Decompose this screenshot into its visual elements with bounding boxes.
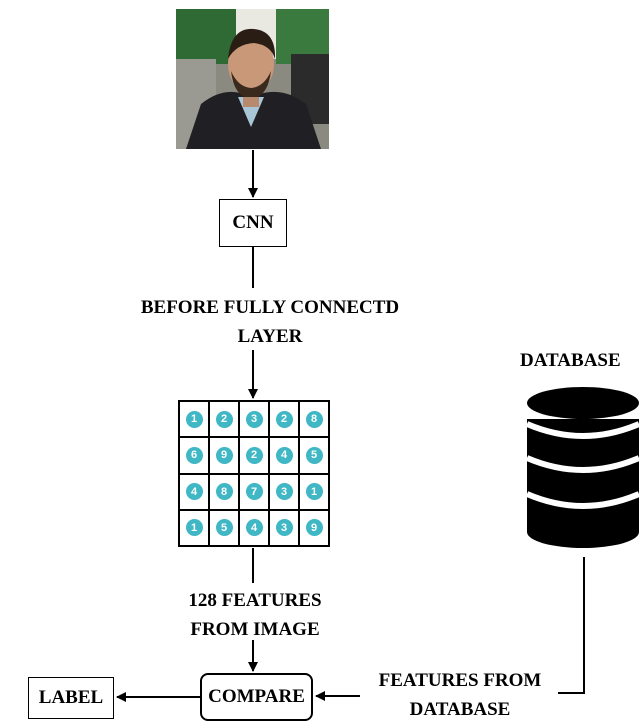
layer-caption-line1: BEFORE FULLY CONNECTD: [140, 297, 400, 318]
grid-cell: 3: [269, 473, 299, 510]
feature-value-dot: 1: [305, 483, 323, 501]
grid-cell: 1: [299, 473, 329, 510]
grid-cell: 2: [269, 401, 299, 438]
feature-value-dot: 9: [215, 446, 233, 464]
grid-cell: 1: [179, 401, 209, 438]
line-database-to-features: [558, 557, 585, 694]
feature-value-dot: 3: [275, 519, 293, 537]
cnn-label: CNN: [232, 212, 274, 233]
feature-value-dot: 2: [275, 410, 293, 428]
db-features-line2: DATABASE: [409, 699, 511, 720]
compare-box: COMPARE: [200, 673, 313, 721]
grid-cell: 2: [209, 401, 239, 438]
feature-value-dot: 6: [185, 446, 203, 464]
grid-cell: 5: [299, 437, 329, 474]
grid-cell: 8: [209, 473, 239, 510]
label-text: LABEL: [38, 687, 104, 708]
grid-cell: 5: [209, 509, 239, 546]
cnn-box: CNN: [219, 199, 287, 247]
layer-caption-line2: LAYER: [237, 326, 303, 347]
feature-value-dot: 1: [185, 410, 203, 428]
features-caption-line1: 128 FEATURES: [188, 590, 322, 611]
feature-value-dot: 8: [305, 410, 323, 428]
compare-label: COMPARE: [208, 686, 305, 707]
grid-cell: 6: [179, 437, 209, 474]
grid-cell: 4: [239, 509, 269, 546]
grid-cell: 4: [179, 473, 209, 510]
database-title: DATABASE: [520, 350, 621, 371]
feature-value-dot: 8: [215, 483, 233, 501]
grid-cell: 1: [179, 509, 209, 546]
grid-cell: 9: [209, 437, 239, 474]
feature-value-dot: 5: [305, 446, 323, 464]
layer-caption: BEFORE FULLY CONNECTD LAYER: [105, 293, 435, 351]
feature-value-dot: 4: [185, 483, 203, 501]
feature-value-dot: 9: [305, 519, 323, 537]
feature-value-dot: 2: [215, 410, 233, 428]
grid-cell: 7: [239, 473, 269, 510]
feature-value-dot: 4: [245, 519, 263, 537]
grid-cell: 3: [269, 509, 299, 546]
input-face-photo: [176, 9, 329, 149]
grid-cell: 2: [239, 437, 269, 474]
feature-value-dot: 7: [245, 483, 263, 501]
grid-cell: 9: [299, 509, 329, 546]
feature-value-dot: 5: [215, 519, 233, 537]
database-features-caption: FEATURES FROM DATABASE: [350, 666, 570, 724]
grid-cell: 8: [299, 401, 329, 438]
features-caption: 128 FEATURES FROM IMAGE: [165, 586, 345, 644]
feature-value-dot: 1: [185, 519, 203, 537]
features-caption-line2: FROM IMAGE: [190, 619, 320, 640]
grid-cell: 3: [239, 401, 269, 438]
feature-value-dot: 3: [245, 410, 263, 428]
db-features-line1: FEATURES FROM: [378, 670, 542, 691]
label-box: LABEL: [28, 677, 114, 719]
feature-value-dot: 2: [245, 446, 263, 464]
feature-value-dot: 3: [275, 483, 293, 501]
grid-cell: 4: [269, 437, 299, 474]
feature-value-dot: 4: [275, 446, 293, 464]
